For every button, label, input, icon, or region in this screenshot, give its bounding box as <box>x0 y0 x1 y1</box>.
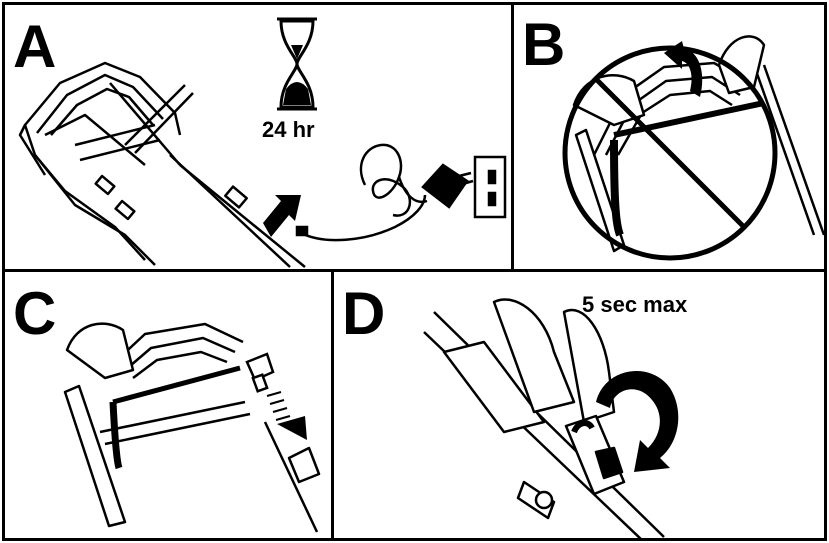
panel-a-letter: A <box>13 13 57 80</box>
panel-c-illustration <box>63 322 321 533</box>
lawnmower-handle <box>63 322 321 533</box>
panel-a-illustration <box>18 17 507 268</box>
charge-time-label: 24 hr <box>262 117 315 142</box>
panel-d-letter: D <box>342 280 386 347</box>
panel-d-illustration <box>423 298 679 538</box>
lawnmower-handle <box>18 61 306 268</box>
safety-key-icon <box>245 352 275 393</box>
insert-arrow-icon <box>263 195 301 237</box>
prohibition-icon <box>562 45 778 261</box>
panel-a: A 24 hr <box>2 2 514 272</box>
max-time-label: 5 sec max <box>582 292 688 317</box>
wall-outlet-icon <box>473 155 507 219</box>
insert-arrow-icon <box>266 391 307 440</box>
panel-b-letter: B <box>522 11 566 78</box>
hourglass-icon <box>277 17 317 111</box>
lawnmower-handle <box>572 35 824 253</box>
rotate-arrow-icon <box>596 371 679 472</box>
panel-d: D 5 sec max <box>331 269 827 541</box>
panel-b-illustration <box>562 35 824 261</box>
panel-c-letter: C <box>13 280 57 347</box>
panel-c: C <box>2 269 334 541</box>
key-turn <box>423 298 665 538</box>
panel-b: B <box>511 2 827 272</box>
charger-plug <box>295 143 474 242</box>
lift-arrow-icon <box>664 41 703 97</box>
